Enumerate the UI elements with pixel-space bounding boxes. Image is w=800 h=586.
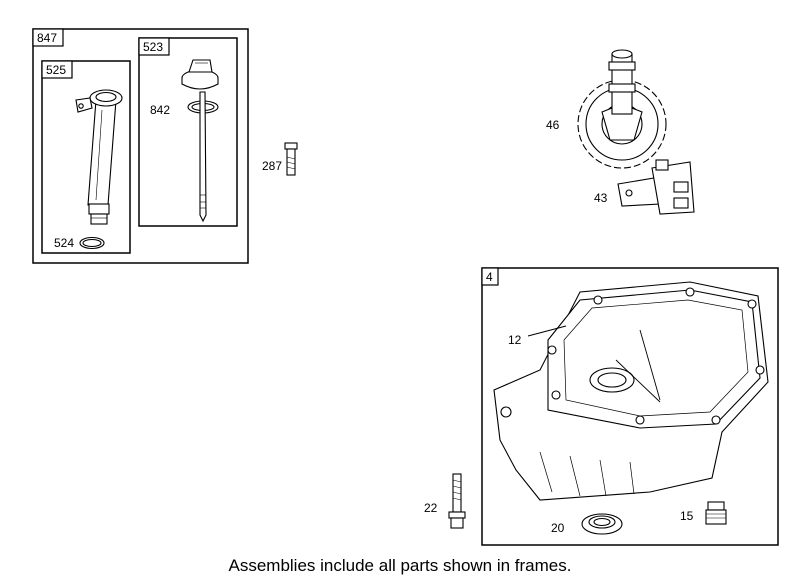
crankcase-sump-12-illustration xyxy=(493,281,769,501)
frame-label-523: 523 xyxy=(143,40,163,54)
part-label-287: 287 xyxy=(262,159,282,173)
frame-label-4: 4 xyxy=(486,270,493,284)
leader-line-12 xyxy=(527,325,567,337)
part-label-46: 46 xyxy=(546,118,560,132)
dipstick-tube-illustration xyxy=(75,89,123,225)
governor-43-illustration xyxy=(617,159,695,215)
o-ring-524-illustration xyxy=(79,236,105,250)
oil-seal-20-illustration xyxy=(581,513,623,535)
bolt-22-illustration xyxy=(448,473,466,529)
frame-847: 847 xyxy=(32,28,249,264)
part-label-842: 842 xyxy=(150,103,170,117)
screw-287-illustration xyxy=(284,142,298,176)
diagram-caption: Assemblies include all parts shown in fr… xyxy=(228,556,572,575)
part-label-20: 20 xyxy=(551,521,565,535)
part-label-22: 22 xyxy=(424,501,438,515)
dipstick-cap-illustration xyxy=(181,59,219,90)
frame-523: 523 xyxy=(138,37,238,227)
cam-gear-46-illustration xyxy=(577,49,667,169)
part-label-12: 12 xyxy=(508,333,522,347)
drain-plug-15-illustration xyxy=(705,501,727,525)
dipstick-blade-illustration xyxy=(199,91,207,223)
frame-label-847: 847 xyxy=(37,31,57,45)
part-label-524: 524 xyxy=(54,236,74,250)
frame-525: 525 xyxy=(41,60,131,254)
frame-4: 4 xyxy=(481,267,779,546)
frame-label-525: 525 xyxy=(46,63,66,77)
part-label-15: 15 xyxy=(680,509,694,523)
part-label-43: 43 xyxy=(594,191,608,205)
